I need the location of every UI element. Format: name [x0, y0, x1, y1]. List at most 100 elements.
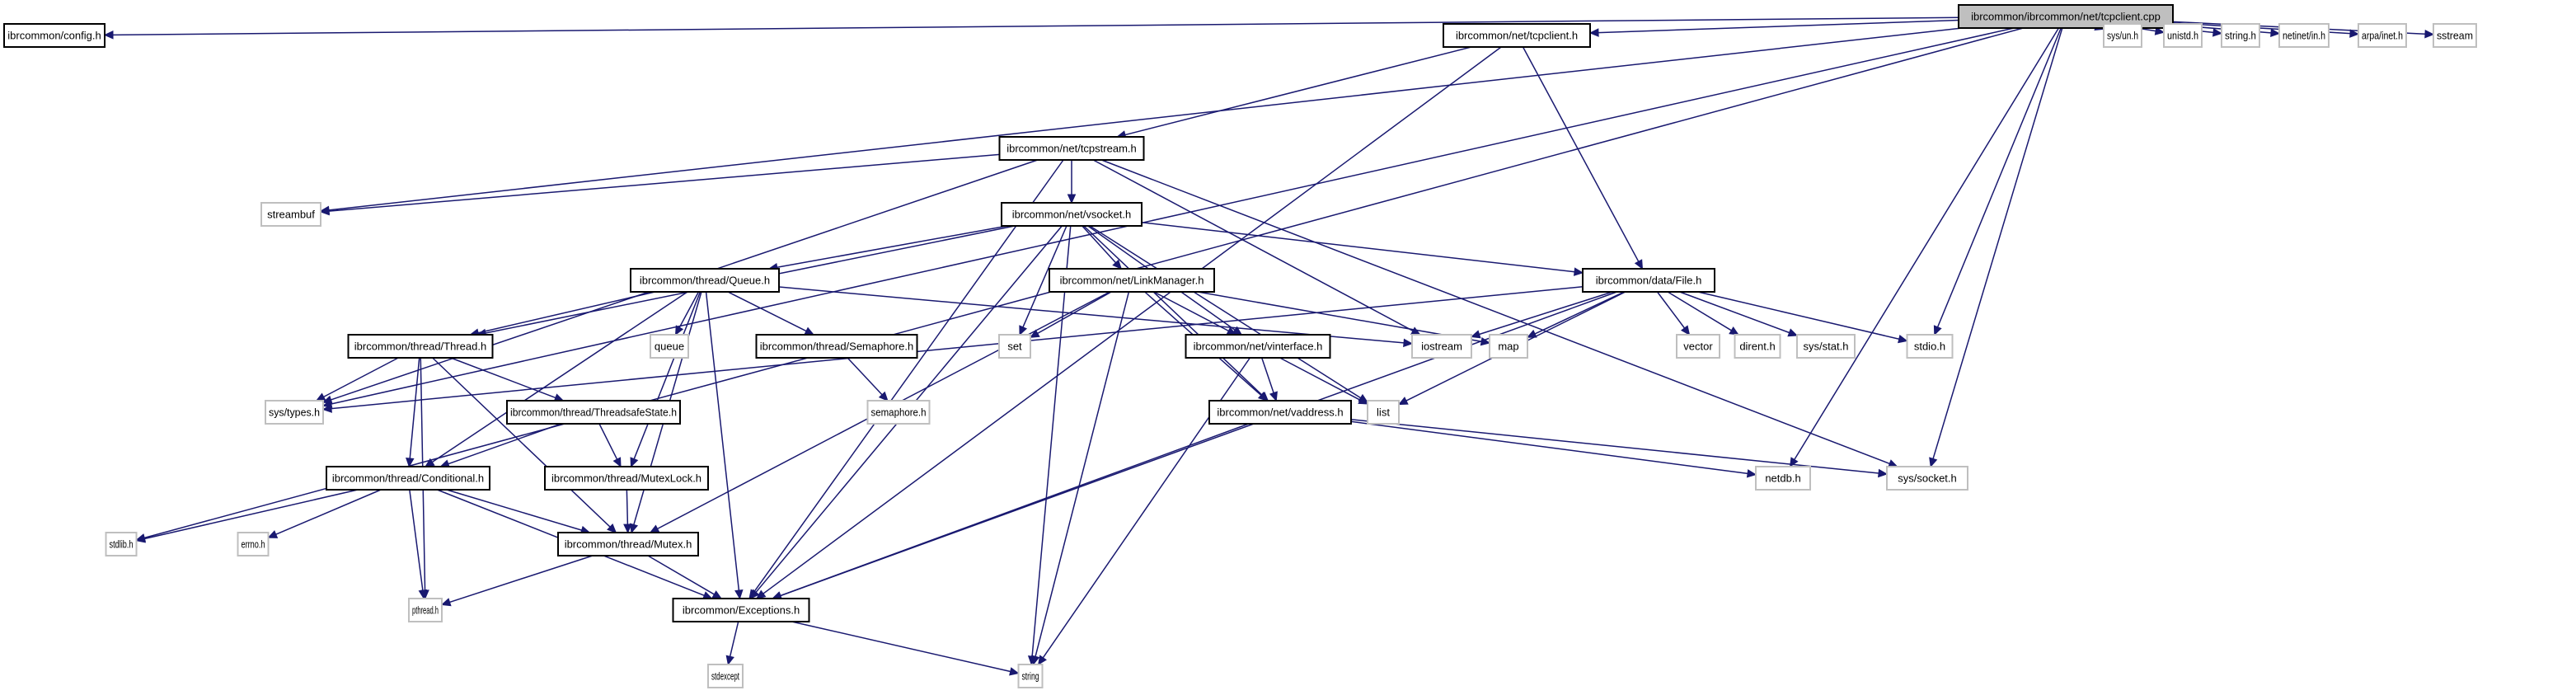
edge-tcpclient_cpp-to-sys_types_h: [331, 27, 2015, 405]
edge-exceptions_h-to-string: [791, 621, 1011, 673]
node-semaphore-hh[interactable]: ibrcommon/thread/Semaphore.h: [755, 334, 918, 359]
node-label: ibrcommon/net/vsocket.h: [1012, 209, 1132, 221]
node-vinterface-h[interactable]: ibrcommon/net/vinterface.h: [1185, 334, 1331, 359]
node-box: [260, 202, 321, 227]
node-box: [2358, 23, 2407, 48]
node-label: queue: [655, 340, 684, 353]
node-threadsafestate-h[interactable]: ibrcommon/thread/ThreadsafeState.h: [506, 400, 681, 425]
node-sys-types-h: sys/types.h: [265, 400, 324, 425]
edge-conditional_h-to-pthread_h: [409, 489, 424, 591]
edge-mutex_h-to-exceptions_h: [647, 555, 715, 595]
arrowhead-icon: [623, 524, 632, 534]
edge-conditional_h-to-stdlib_h: [144, 489, 359, 540]
node-label: string.h: [2225, 30, 2256, 42]
node-sys-stat-h: sys/stat.h: [1796, 334, 1856, 359]
node-box: [866, 400, 931, 425]
node-list: list: [1367, 400, 1400, 425]
node-tcpclient-h[interactable]: ibrcommon/net/tcpclient.h: [1443, 23, 1591, 48]
node-label: ibrcommon/thread/Queue.h: [640, 275, 770, 287]
edge-file_h-to-sys_types_h: [331, 286, 1584, 410]
node-conditional-h[interactable]: ibrcommon/thread/Conditional.h: [326, 466, 490, 491]
edge-tcpclient_cpp-to-streambuf: [328, 27, 1963, 211]
arrowhead-icon: [267, 530, 279, 538]
node-queue-h[interactable]: ibrcommon/thread/Queue.h: [630, 268, 780, 293]
node-label: ibrcommon/thread/Conditional.h: [332, 472, 484, 485]
node-unistd-h: unistd.h: [2163, 23, 2203, 48]
node-box: [2103, 23, 2142, 48]
edge-file_h-to-stdio_h: [1697, 291, 1899, 340]
node-mutexlock-h[interactable]: ibrcommon/thread/MutexLock.h: [544, 466, 709, 491]
node-pthread-h: pthread.h: [408, 598, 443, 622]
edge-vaddress_h-to-sys_socket_h: [1350, 419, 1879, 474]
node-exceptions-h[interactable]: ibrcommon/Exceptions.h: [672, 598, 810, 622]
arrowhead-icon: [612, 457, 622, 468]
edge-vsocket_h-to-string: [1031, 225, 1072, 657]
edge-exceptions_h-to-stdexcept: [729, 621, 739, 657]
arrowhead-icon: [1787, 328, 1799, 337]
node-thread-h[interactable]: ibrcommon/thread/Thread.h: [347, 334, 494, 359]
node-box: [1367, 400, 1400, 425]
node-box: [1443, 23, 1591, 48]
node-box: [630, 268, 780, 293]
arrowhead-icon: [1526, 329, 1537, 338]
edge-file_h-to-map: [1534, 291, 1625, 335]
node-label: ibrcommon/ibrcommon/net/tcpclient.cpp: [1971, 11, 2161, 23]
node-label: ibrcommon/net/vaddress.h: [1217, 406, 1343, 419]
node-set: set: [998, 334, 1031, 359]
edge-tcpclient_cpp-to-sys_socket_h: [1932, 27, 2063, 459]
edge-queue_h-to-conditional_h: [431, 291, 688, 463]
node-vaddress-h[interactable]: ibrcommon/net/vaddress.h: [1208, 400, 1352, 425]
arrowhead-icon: [878, 391, 889, 402]
node-box: [1017, 664, 1044, 688]
edge-mutexlock_h-to-mutex_h: [626, 489, 629, 525]
edge-vsocket_h-to-linkmanager_h: [1082, 225, 1117, 264]
edge-tcpstream_h-to-streambuf: [328, 153, 1000, 212]
node-box: [1582, 268, 1715, 293]
node-tcpstream-h[interactable]: ibrcommon/net/tcpstream.h: [998, 136, 1145, 161]
node-label: sys/stat.h: [1804, 340, 1849, 353]
node-box: [1796, 334, 1856, 359]
node-label: pthread.h: [412, 604, 439, 617]
node-box: [557, 532, 699, 556]
arrowhead-icon: [418, 589, 428, 600]
node-semaphore-h: semaphore.h: [866, 400, 931, 425]
node-label: ibrcommon/thread/Semaphore.h: [760, 340, 913, 353]
edge-mutex_h-to-pthread_h: [449, 555, 594, 603]
node-file-h[interactable]: ibrcommon/data/File.h: [1582, 268, 1715, 293]
arrowhead-icon: [1112, 259, 1123, 270]
node-box: [2221, 23, 2260, 48]
arrowhead-icon: [135, 534, 146, 543]
node-string: string: [1017, 664, 1044, 688]
node-dirent-h: dirent.h: [1734, 334, 1781, 359]
arrowhead-icon: [1397, 397, 1409, 406]
node-config-h[interactable]: ibrcommon/config.h: [3, 23, 106, 48]
node-iostream: iostream: [1411, 334, 1472, 359]
node-box: [1208, 400, 1352, 425]
node-linkmanager-h[interactable]: ibrcommon/net/LinkManager.h: [1049, 268, 1215, 293]
edge-queue_h-to-exceptions_h: [705, 291, 740, 591]
edge-tcpstream_h-to-iostream: [1092, 159, 1414, 331]
node-label: sys/socket.h: [1898, 472, 1957, 485]
edge-queue_h-to-semaphore_hh: [727, 291, 807, 332]
node-arpa-inet-h: arpa/inet.h: [2358, 23, 2407, 48]
node-box: [707, 664, 744, 688]
node-label: ibrcommon/config.h: [7, 30, 101, 42]
node-label: ibrcommon/thread/Thread.h: [354, 340, 486, 353]
edge-tcpclient_cpp-to-stdio_h: [1936, 27, 2062, 328]
node-box: [1906, 334, 1954, 359]
node-label: stdio.h: [1914, 340, 1945, 353]
arrowhead-icon: [406, 458, 415, 468]
node-mutex-h[interactable]: ibrcommon/thread/Mutex.h: [557, 532, 699, 556]
edge-tcpclient_h-to-tcpstream_h: [1124, 46, 1472, 136]
edge-thread_h-to-threadsafestate_h: [450, 357, 556, 399]
arrowhead-icon: [734, 589, 744, 600]
node-label: set: [1007, 340, 1022, 353]
edge-vinterface_h-to-list: [1279, 357, 1361, 402]
node-box: [265, 400, 324, 425]
arrowhead-icon: [749, 589, 760, 599]
node-vsocket-h[interactable]: ibrcommon/net/vsocket.h: [1001, 202, 1143, 227]
node-box: [1001, 202, 1143, 227]
edge-threadsafestate_h-to-mutexlock_h: [598, 423, 618, 460]
edge-queue_h-to-thread_h: [477, 291, 655, 334]
